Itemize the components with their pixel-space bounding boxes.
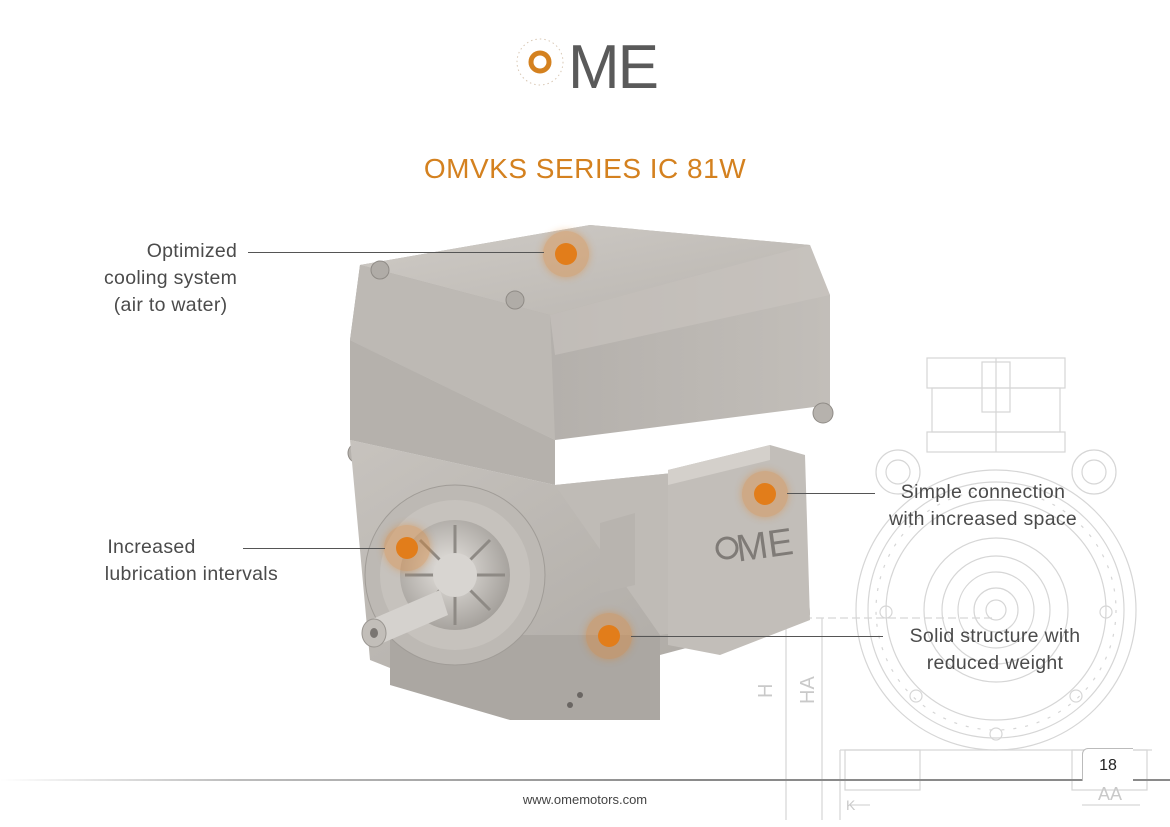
callout-cooling-line-1: Optimized bbox=[146, 240, 238, 262]
motor-badge-text: ME bbox=[734, 521, 796, 571]
callout-structure-line-1: Solid structure with bbox=[909, 625, 1081, 647]
callout-connection: Simple connection with increased space bbox=[870, 479, 1096, 533]
callout-cooling-line-2: cooling system bbox=[104, 267, 238, 289]
leader-lubrication bbox=[243, 548, 385, 549]
leader-structure bbox=[631, 636, 883, 637]
dim-ha-label: HA bbox=[797, 676, 819, 704]
callout-structure-line-2: reduced weight bbox=[926, 652, 1064, 674]
callout-lubrication-line-1: Increased bbox=[107, 536, 196, 558]
ome-logo: ME bbox=[514, 30, 664, 102]
callout-cooling: Optimized cooling system (air to water) bbox=[104, 238, 237, 319]
callout-connection-line-1: Simple connection bbox=[900, 481, 1066, 503]
footer-divider bbox=[0, 779, 1170, 781]
page-number: 18 bbox=[1082, 748, 1133, 781]
page-title: OMVKS SERIES IC 81W bbox=[423, 152, 747, 184]
callout-lubrication: Increased lubrication intervals bbox=[75, 534, 278, 588]
callout-cooling-line-3: (air to water) bbox=[113, 294, 228, 316]
motor-image: ME bbox=[347, 225, 834, 720]
hotspot-lubrication[interactable] bbox=[384, 525, 430, 571]
dim-aa-label: AA bbox=[1098, 784, 1122, 804]
hotspot-connection[interactable] bbox=[742, 471, 788, 517]
leader-connection bbox=[787, 493, 875, 494]
hotspot-cooling[interactable] bbox=[543, 231, 589, 277]
leader-cooling bbox=[248, 252, 544, 253]
callout-connection-line-2: with increased space bbox=[888, 508, 1078, 530]
footer-url[interactable]: www.omemotors.com bbox=[522, 792, 648, 807]
callout-structure: Solid structure with reduced weight bbox=[893, 623, 1097, 677]
dim-h-label: H bbox=[755, 684, 777, 698]
dim-k-label: K bbox=[846, 797, 856, 813]
callout-lubrication-line-2: lubrication intervals bbox=[104, 563, 278, 585]
logo-text: ME bbox=[568, 33, 657, 94]
hotspot-structure[interactable] bbox=[586, 613, 632, 659]
